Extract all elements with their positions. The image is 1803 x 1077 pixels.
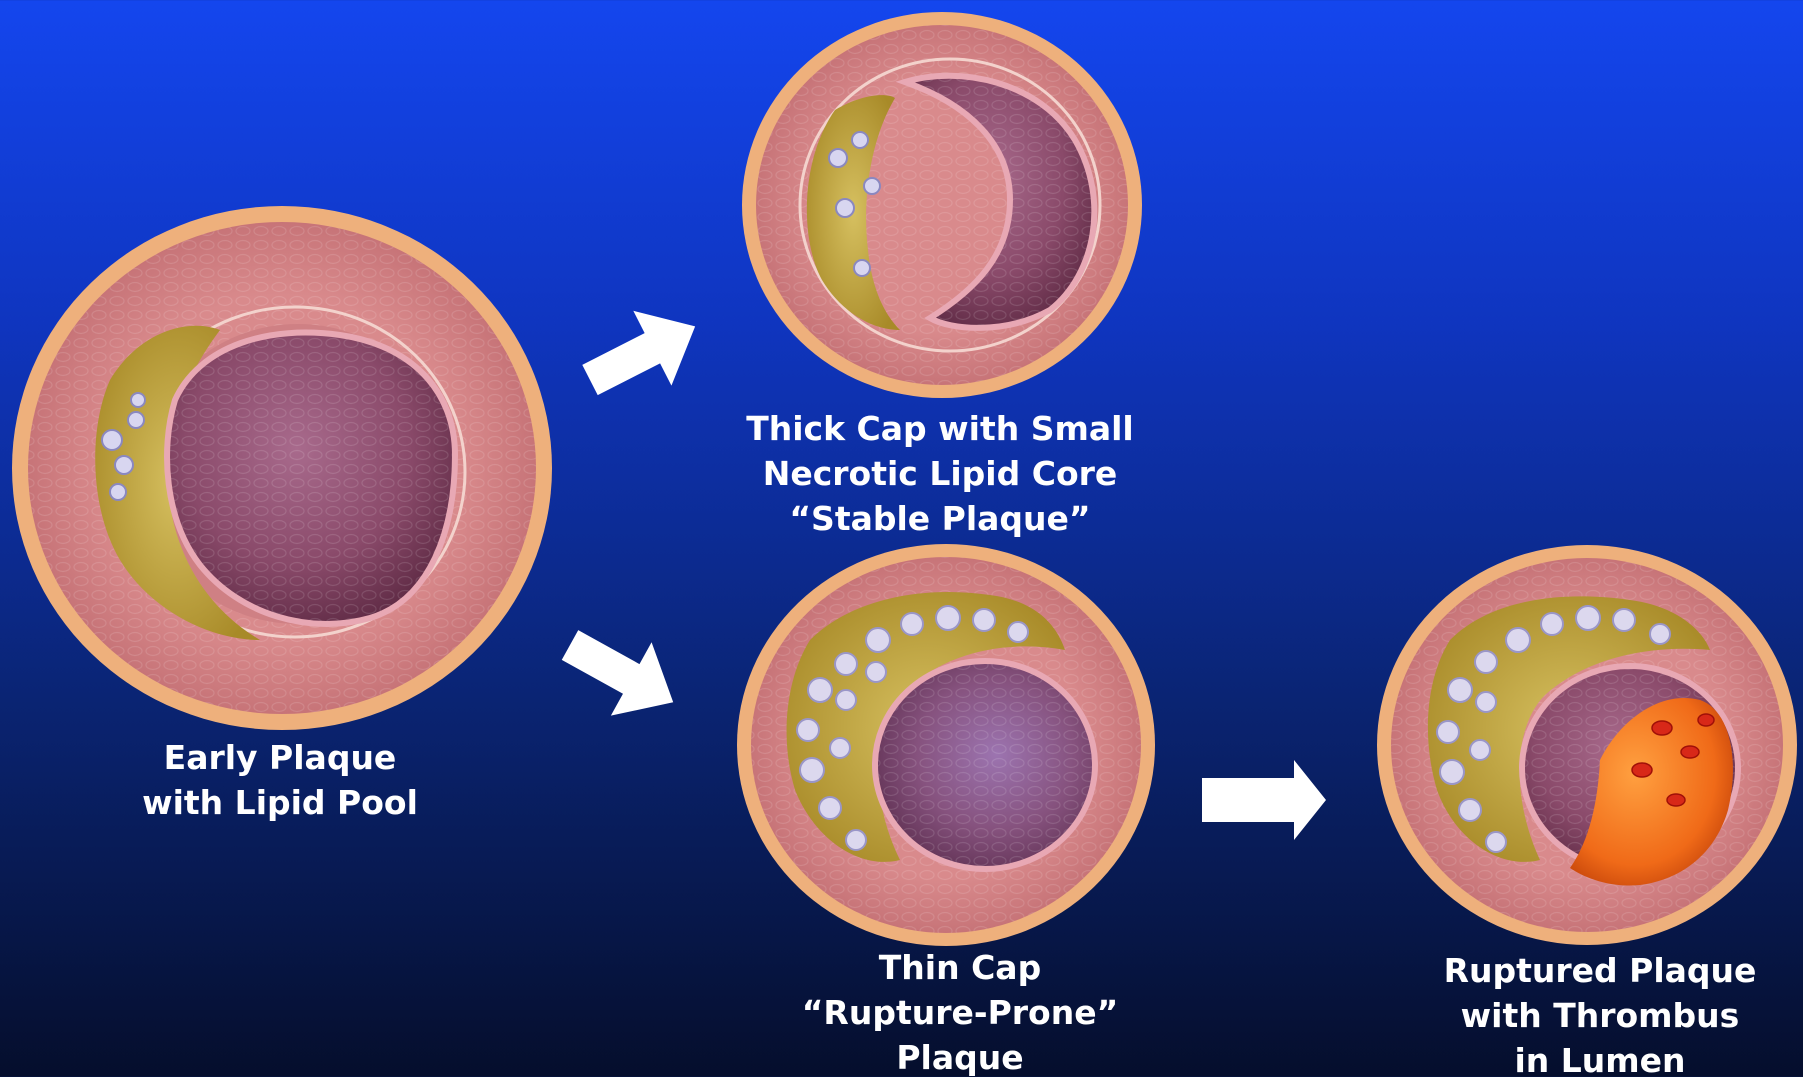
caption-line: Plaque [800,1035,1120,1077]
caption-line: “Rupture-Prone” [800,990,1120,1035]
caption-line: Ruptured Plaque [1440,948,1760,993]
caption-line: with Thrombus [1440,993,1760,1038]
arrow-to-stable [571,289,714,417]
caption-ruptured-plaque: Ruptured Plaque with Thrombus in Lumen [1440,948,1760,1077]
caption-line: “Stable Plaque” [740,496,1140,541]
caption-line: with Lipid Pool [130,780,430,825]
caption-line: Early Plaque [130,735,430,780]
early-plaque-illustration [12,206,552,730]
caption-line: Thin Cap [800,945,1120,990]
caption-thin-cap-plaque: Thin Cap “Rupture-Prone” Plaque [800,945,1120,1077]
caption-line: Necrotic Lipid Core [740,451,1140,496]
arrow-to-thin-cap [550,608,694,739]
ruptured-plaque-illustration [1377,545,1797,945]
stable-plaque-illustration [742,12,1142,398]
thin-cap-plaque-illustration [737,544,1155,946]
caption-line: Thick Cap with Small [740,406,1140,451]
caption-early-plaque: Early Plaque with Lipid Pool [130,735,430,825]
caption-line: in Lumen [1440,1038,1760,1077]
caption-stable-plaque: Thick Cap with Small Necrotic Lipid Core… [740,406,1140,541]
arrow-to-ruptured [1202,760,1326,840]
